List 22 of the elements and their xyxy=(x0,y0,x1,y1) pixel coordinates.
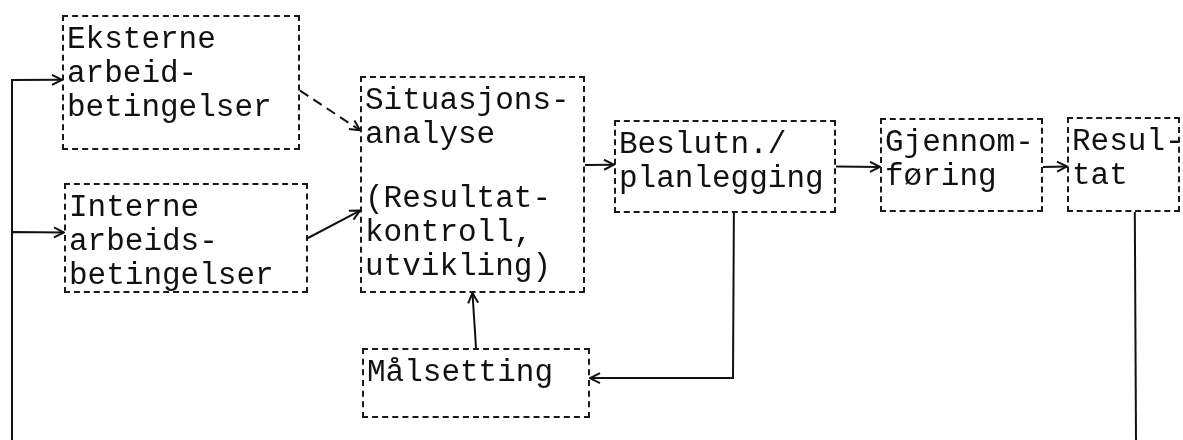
process-box xyxy=(62,15,300,150)
process-box xyxy=(1067,117,1180,212)
arrow xyxy=(307,209,361,239)
box-label: Gjennom- føring xyxy=(885,126,1035,194)
process-box xyxy=(880,118,1043,212)
process-box xyxy=(64,183,308,293)
arrow xyxy=(467,292,480,349)
arrow xyxy=(1042,160,1068,173)
process-box xyxy=(614,120,836,213)
box-label: Beslutn./ planlegging xyxy=(619,128,825,196)
arrow xyxy=(589,212,735,385)
arrow xyxy=(11,226,65,440)
arrow xyxy=(299,89,361,132)
box-label: Målsetting xyxy=(367,356,555,390)
box-label: (Resultat- kontroll, utvikling) xyxy=(365,182,553,284)
box-label: Situasjons- analyse xyxy=(365,84,571,152)
box-label: Eksterne arbeid- betingelser xyxy=(67,23,273,125)
box-label: Interne arbeids- betingelser xyxy=(69,191,275,293)
arrow xyxy=(584,158,615,171)
process-box xyxy=(362,348,590,418)
process-box xyxy=(360,76,585,293)
arrow xyxy=(835,160,881,173)
